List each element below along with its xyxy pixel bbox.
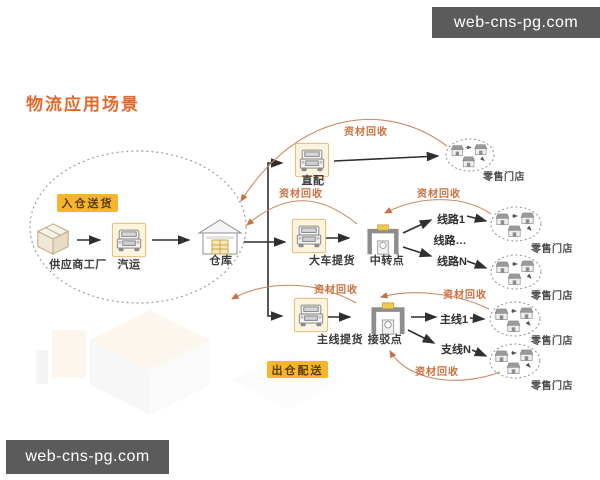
warehouse-label: 仓库 [209, 255, 233, 267]
route-lineN-label: 线路N [437, 256, 467, 268]
retail-store-label: 零售门店 [531, 291, 573, 302]
route-line-more-label: 线路… [433, 235, 467, 247]
outbound-badge: 出仓配送 [267, 361, 328, 378]
retail-cluster-icon [491, 303, 539, 335]
big-truck-pickup-label: 大车提货 [309, 255, 355, 267]
inbound-badge: 入仓送货 [57, 194, 118, 212]
mainline-pickup-label: 主线提货 [317, 334, 363, 346]
transfer-point-label: 中转点 [369, 255, 405, 267]
retail-cluster-icon [491, 345, 539, 377]
retail-store-label: 零售门店 [483, 172, 525, 183]
page-title: 物流应用场景 [26, 95, 140, 114]
recycle-curves [231, 118, 501, 381]
watermark-bottom: web-cns-pg.com [6, 440, 169, 474]
supplier-box-icon [34, 221, 72, 257]
retail-group-ellipses [445, 138, 542, 379]
recycle-label: 资材回收 [443, 290, 487, 301]
retail-store-label: 零售门店 [531, 336, 573, 347]
road-truck-icon [110, 222, 148, 258]
watermark-top: web-cns-pg.com [432, 7, 600, 38]
recycle-label: 资材回收 [279, 189, 323, 200]
route-branchN-label: 支线N [441, 344, 471, 356]
direct-delivery-label: 直配 [301, 175, 325, 187]
shuttle-point-label: 接驳点 [367, 334, 403, 346]
retail-cluster-icon [447, 140, 493, 170]
retail-store-label: 零售门店 [531, 381, 573, 392]
recycle-label: 资材回收 [415, 367, 459, 378]
flow-arrows [77, 151, 488, 357]
mainline-truck-icon [292, 297, 330, 333]
big-truck-icon [290, 218, 328, 254]
route-line1-label: 线路1 [436, 214, 466, 226]
inbound-zone-ellipse [29, 150, 247, 304]
retail-cluster-icon [492, 208, 540, 240]
retail-store-label: 零售门店 [531, 244, 573, 255]
route-main1-label: 主线1 [439, 314, 469, 326]
supplier-factory-label: 供应商工厂 [49, 259, 107, 271]
road-transport-label: 汽运 [117, 259, 141, 271]
recycle-label: 资材回收 [314, 285, 358, 296]
retail-cluster-icon [492, 256, 540, 288]
recycle-label: 资材回收 [417, 189, 461, 200]
recycle-label: 资材回收 [344, 127, 388, 138]
